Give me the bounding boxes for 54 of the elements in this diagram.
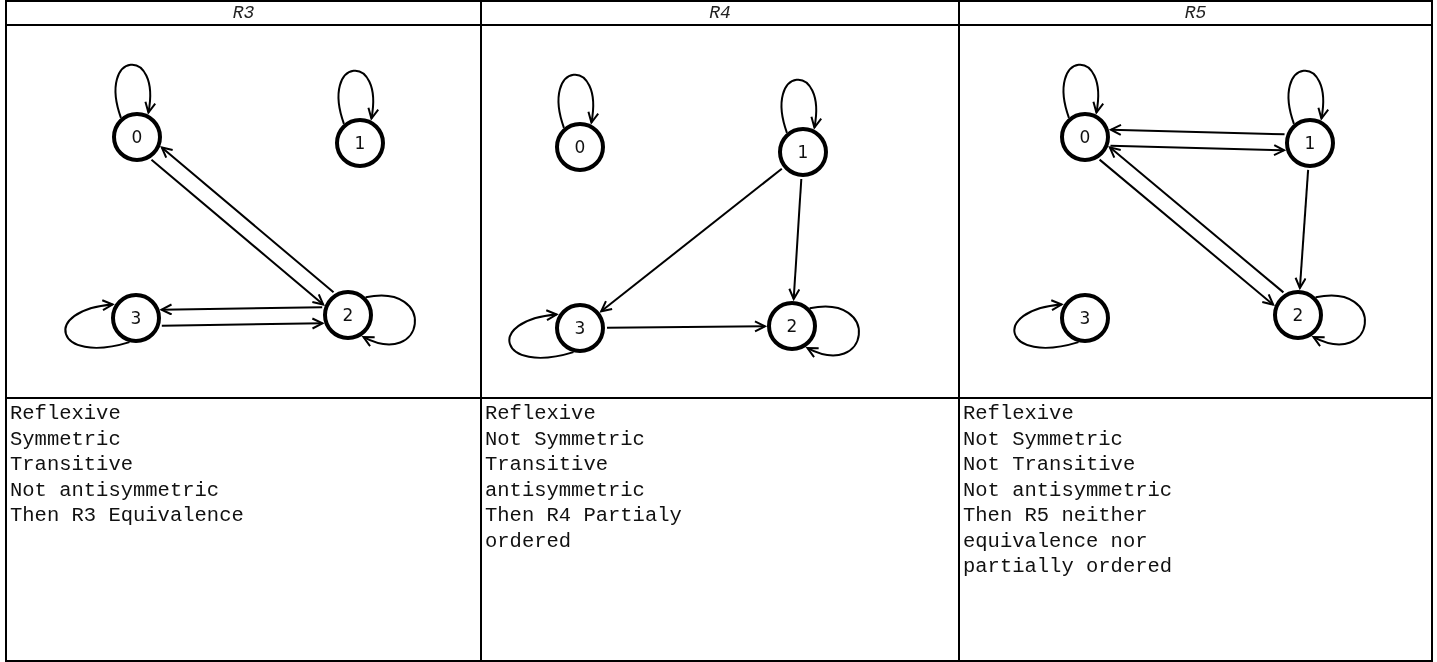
- arrow: [1109, 144, 1286, 157]
- property-text: Not Transitive: [963, 452, 1136, 478]
- vertex-circle: 0: [112, 112, 162, 162]
- arrow: [788, 177, 803, 301]
- vertex-circle: 3: [1060, 293, 1110, 343]
- column-header: R3: [232, 3, 255, 23]
- arrow: [1108, 146, 1285, 294]
- arrow: [160, 303, 324, 316]
- property-text: Reflexive: [963, 401, 1074, 427]
- arrow: [1013, 299, 1080, 349]
- arrow: [1109, 123, 1286, 136]
- arrow: [114, 63, 156, 119]
- vertex-circle: 2: [1273, 290, 1323, 340]
- property-text: Symmetric: [10, 426, 121, 452]
- arrow: [160, 317, 324, 330]
- vertex-circle: 1: [335, 118, 385, 168]
- vertex-circle: 0: [1060, 112, 1110, 162]
- arrow: [337, 69, 379, 125]
- column-header: R4: [709, 3, 731, 23]
- property-text: Reflexive: [485, 401, 596, 427]
- arrow: [600, 167, 783, 313]
- vertex-circle: 1: [1285, 118, 1335, 168]
- vertex-circle: 0: [555, 122, 605, 172]
- arrow: [1062, 63, 1104, 119]
- property-text: Not antisymmetric: [963, 477, 1173, 503]
- vertex-circle: 3: [555, 303, 605, 353]
- arrow: [1312, 294, 1366, 347]
- arrow: [362, 294, 416, 347]
- property-text: Not Symmetric: [963, 426, 1123, 452]
- arrow: [64, 299, 131, 349]
- arrow: [606, 320, 766, 333]
- arrow: [1287, 69, 1329, 125]
- column-header: R5: [1184, 3, 1207, 23]
- vertex-circle: 3: [111, 293, 161, 343]
- property-text: Not Symmetric: [485, 426, 645, 452]
- property-text: Then R3 Equivalence: [10, 503, 244, 529]
- property-text: Not antisymmetric: [10, 477, 220, 503]
- arrow: [557, 73, 599, 129]
- arrow: [780, 78, 822, 134]
- property-text: antisymmetric: [485, 477, 645, 503]
- property-text: Transitive: [485, 452, 609, 478]
- arrow: [806, 305, 860, 358]
- vertex-circle: 1: [778, 127, 828, 177]
- arrow: [1294, 168, 1310, 290]
- arrow: [160, 146, 335, 294]
- arrow: [1098, 158, 1275, 306]
- property-text: Then R5 neither equivalence nor partially ordered: [963, 503, 1174, 580]
- arrow: [508, 309, 575, 359]
- property-text: Reflexive: [10, 401, 121, 427]
- property-text: Then R4 Partialy ordered: [485, 503, 683, 554]
- property-text: Transitive: [10, 452, 134, 478]
- vertex-circle: 2: [767, 301, 817, 351]
- vertex-circle: 2: [323, 290, 373, 340]
- arrow: [150, 158, 325, 306]
